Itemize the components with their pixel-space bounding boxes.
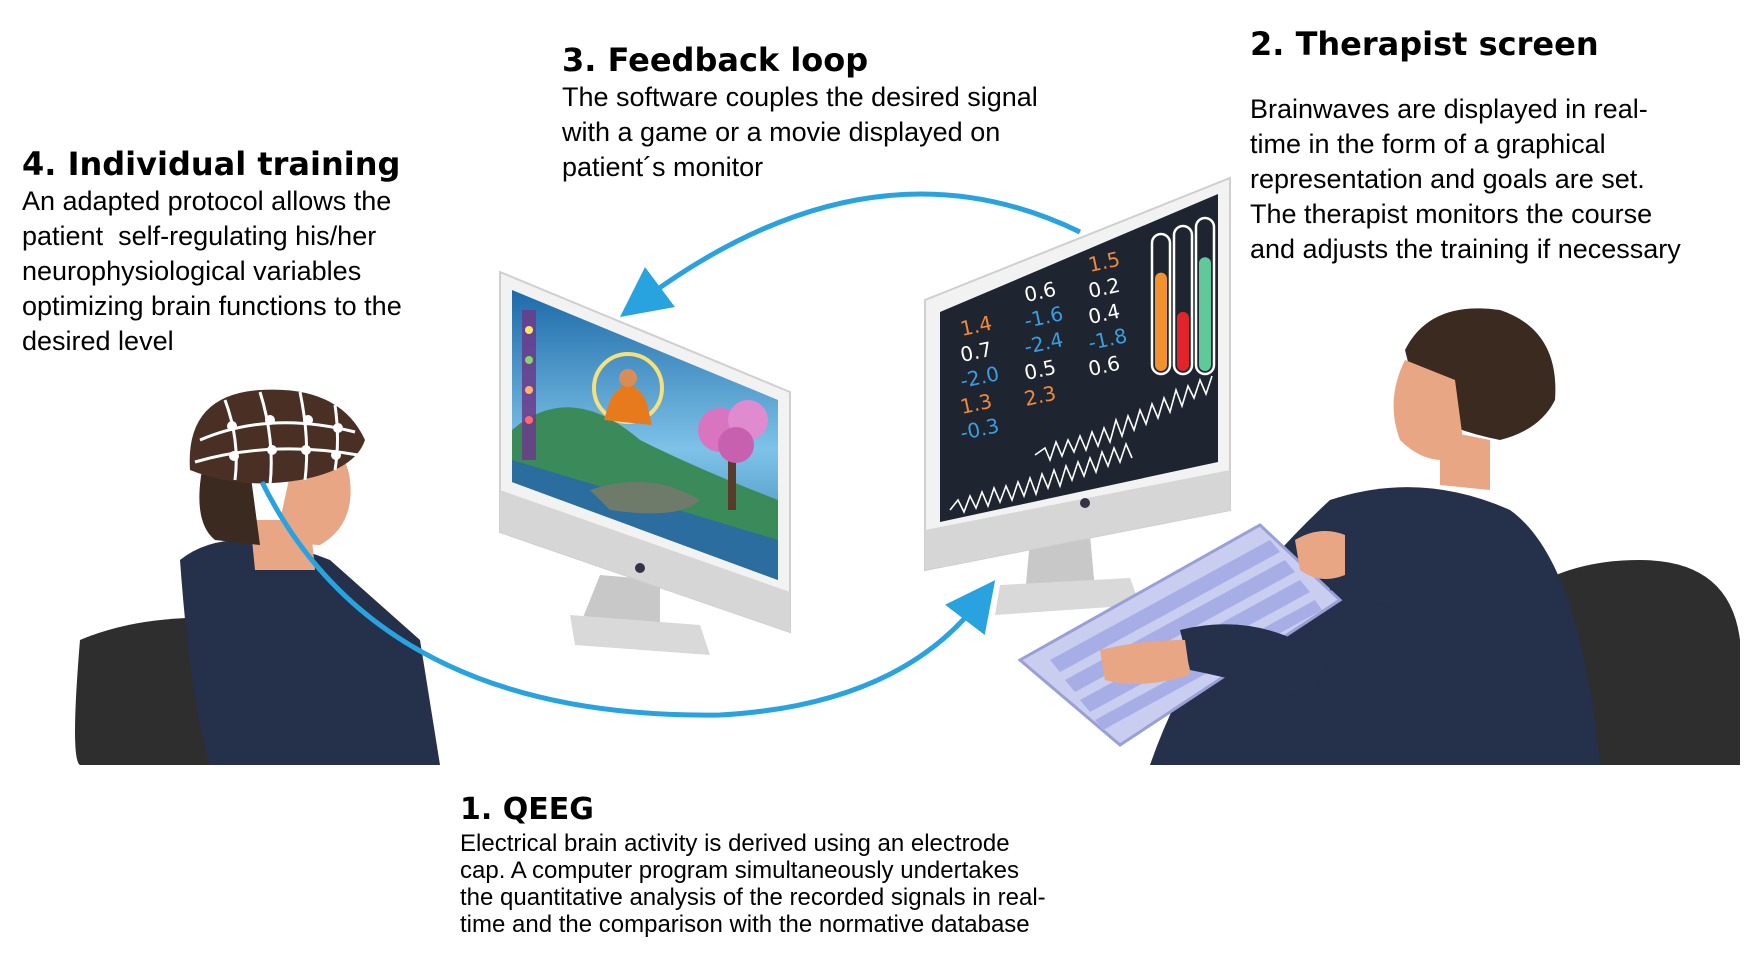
patient-monitor-base: [570, 615, 710, 655]
qeeg-line: cap. A computer program simultaneously u…: [460, 857, 1019, 884]
qeeg-line: the quantitative analysis of the recorde…: [460, 884, 1046, 911]
patient: [75, 389, 440, 765]
qeeg-title: 1. QEEG: [460, 792, 594, 827]
level-bar-fill: [1155, 272, 1167, 371]
training-line: optimizing brain functions to the: [22, 291, 402, 321]
patient-body: [180, 540, 440, 765]
therapist-line: time in the form of a graphical: [1250, 129, 1606, 159]
therapist-monitor-stand: [1025, 535, 1095, 595]
patient-monitor: [499, 270, 791, 655]
therapist-hand-left: [1100, 640, 1190, 684]
electrodes: [227, 415, 343, 461]
training-line: neurophysiological variables: [22, 256, 362, 286]
brainwave-trace-lower: [949, 441, 1133, 514]
therapist-line: representation and goals are set.: [1250, 164, 1645, 194]
game-monk-icon: [604, 385, 652, 425]
qeeg-block: 1. QEEG Electrical brain activity is der…: [460, 790, 1046, 938]
feedback-line: The software couples the desired signal: [562, 82, 1038, 112]
therapist-line: Brainwaves are displayed in real-: [1250, 94, 1648, 124]
patient-monitor-power-icon: [635, 563, 645, 573]
game-tree-icon: [698, 400, 768, 510]
therapist-title: 2. Therapist screen: [1250, 25, 1599, 63]
level-bar-fill: [1177, 311, 1189, 371]
training-line: patient self-regulating his/her: [22, 221, 377, 251]
training-block: 4. Individual training An adapted protoc…: [22, 144, 402, 359]
feedback-line: with a game or a movie displayed on: [562, 117, 1001, 147]
therapist-monitor-base: [995, 578, 1140, 615]
feedback-line: patient´s monitor: [562, 152, 764, 182]
qeeg-line: Electrical brain activity is derived usi…: [460, 830, 1010, 857]
level-bar-fill: [1199, 257, 1211, 371]
brainwave-trace-upper: [1034, 375, 1213, 463]
therapist: [1017, 308, 1740, 765]
therapist-monitor-power-icon: [1080, 498, 1090, 508]
level-bar-tube: [1194, 216, 1216, 376]
level-bar-tube: [1150, 232, 1172, 376]
training-title: 4. Individual training: [22, 145, 401, 183]
qeeg-line: time and the comparison with the normati…: [460, 911, 1030, 938]
patient-monitor-chin: [500, 490, 790, 632]
therapist-monitor: 1.40.7-2.01.3-0.30.6-1.6-2.40.52.31.50.2…: [924, 176, 1231, 615]
therapist-face: [1393, 360, 1465, 460]
game-monk-head-icon: [619, 369, 637, 387]
training-line: An adapted protocol allows the: [22, 186, 392, 216]
game-water-icon: [512, 460, 778, 580]
qeeg-arrow: [259, 480, 996, 718]
therapist-monitor-chin: [925, 470, 1230, 570]
game-sidebar-icon: [522, 310, 536, 460]
game-rock-icon: [590, 482, 700, 514]
therapist-line: The therapist monitors the course: [1250, 199, 1653, 229]
level-bars: [1150, 216, 1216, 376]
therapist-monitor-screen: [940, 194, 1218, 522]
training-line: desired level: [22, 326, 174, 356]
feedback-arrow: [619, 191, 1082, 317]
feedback-title: 3. Feedback loop: [562, 41, 869, 79]
therapist-block: 2. Therapist screen Brainwaves are displ…: [1250, 24, 1681, 267]
therapist-arm-right: [1330, 530, 1420, 610]
therapist-line: and adjusts the training if necessary: [1250, 234, 1681, 264]
level-bar-tube: [1172, 224, 1194, 376]
therapist-arm-left: [1180, 624, 1330, 700]
therapist-hand-right: [1295, 531, 1345, 579]
therapist-body: [1150, 487, 1600, 765]
patient-monitor-stand: [580, 575, 660, 630]
feedback-block: 3. Feedback loop The software couples th…: [562, 40, 1038, 185]
